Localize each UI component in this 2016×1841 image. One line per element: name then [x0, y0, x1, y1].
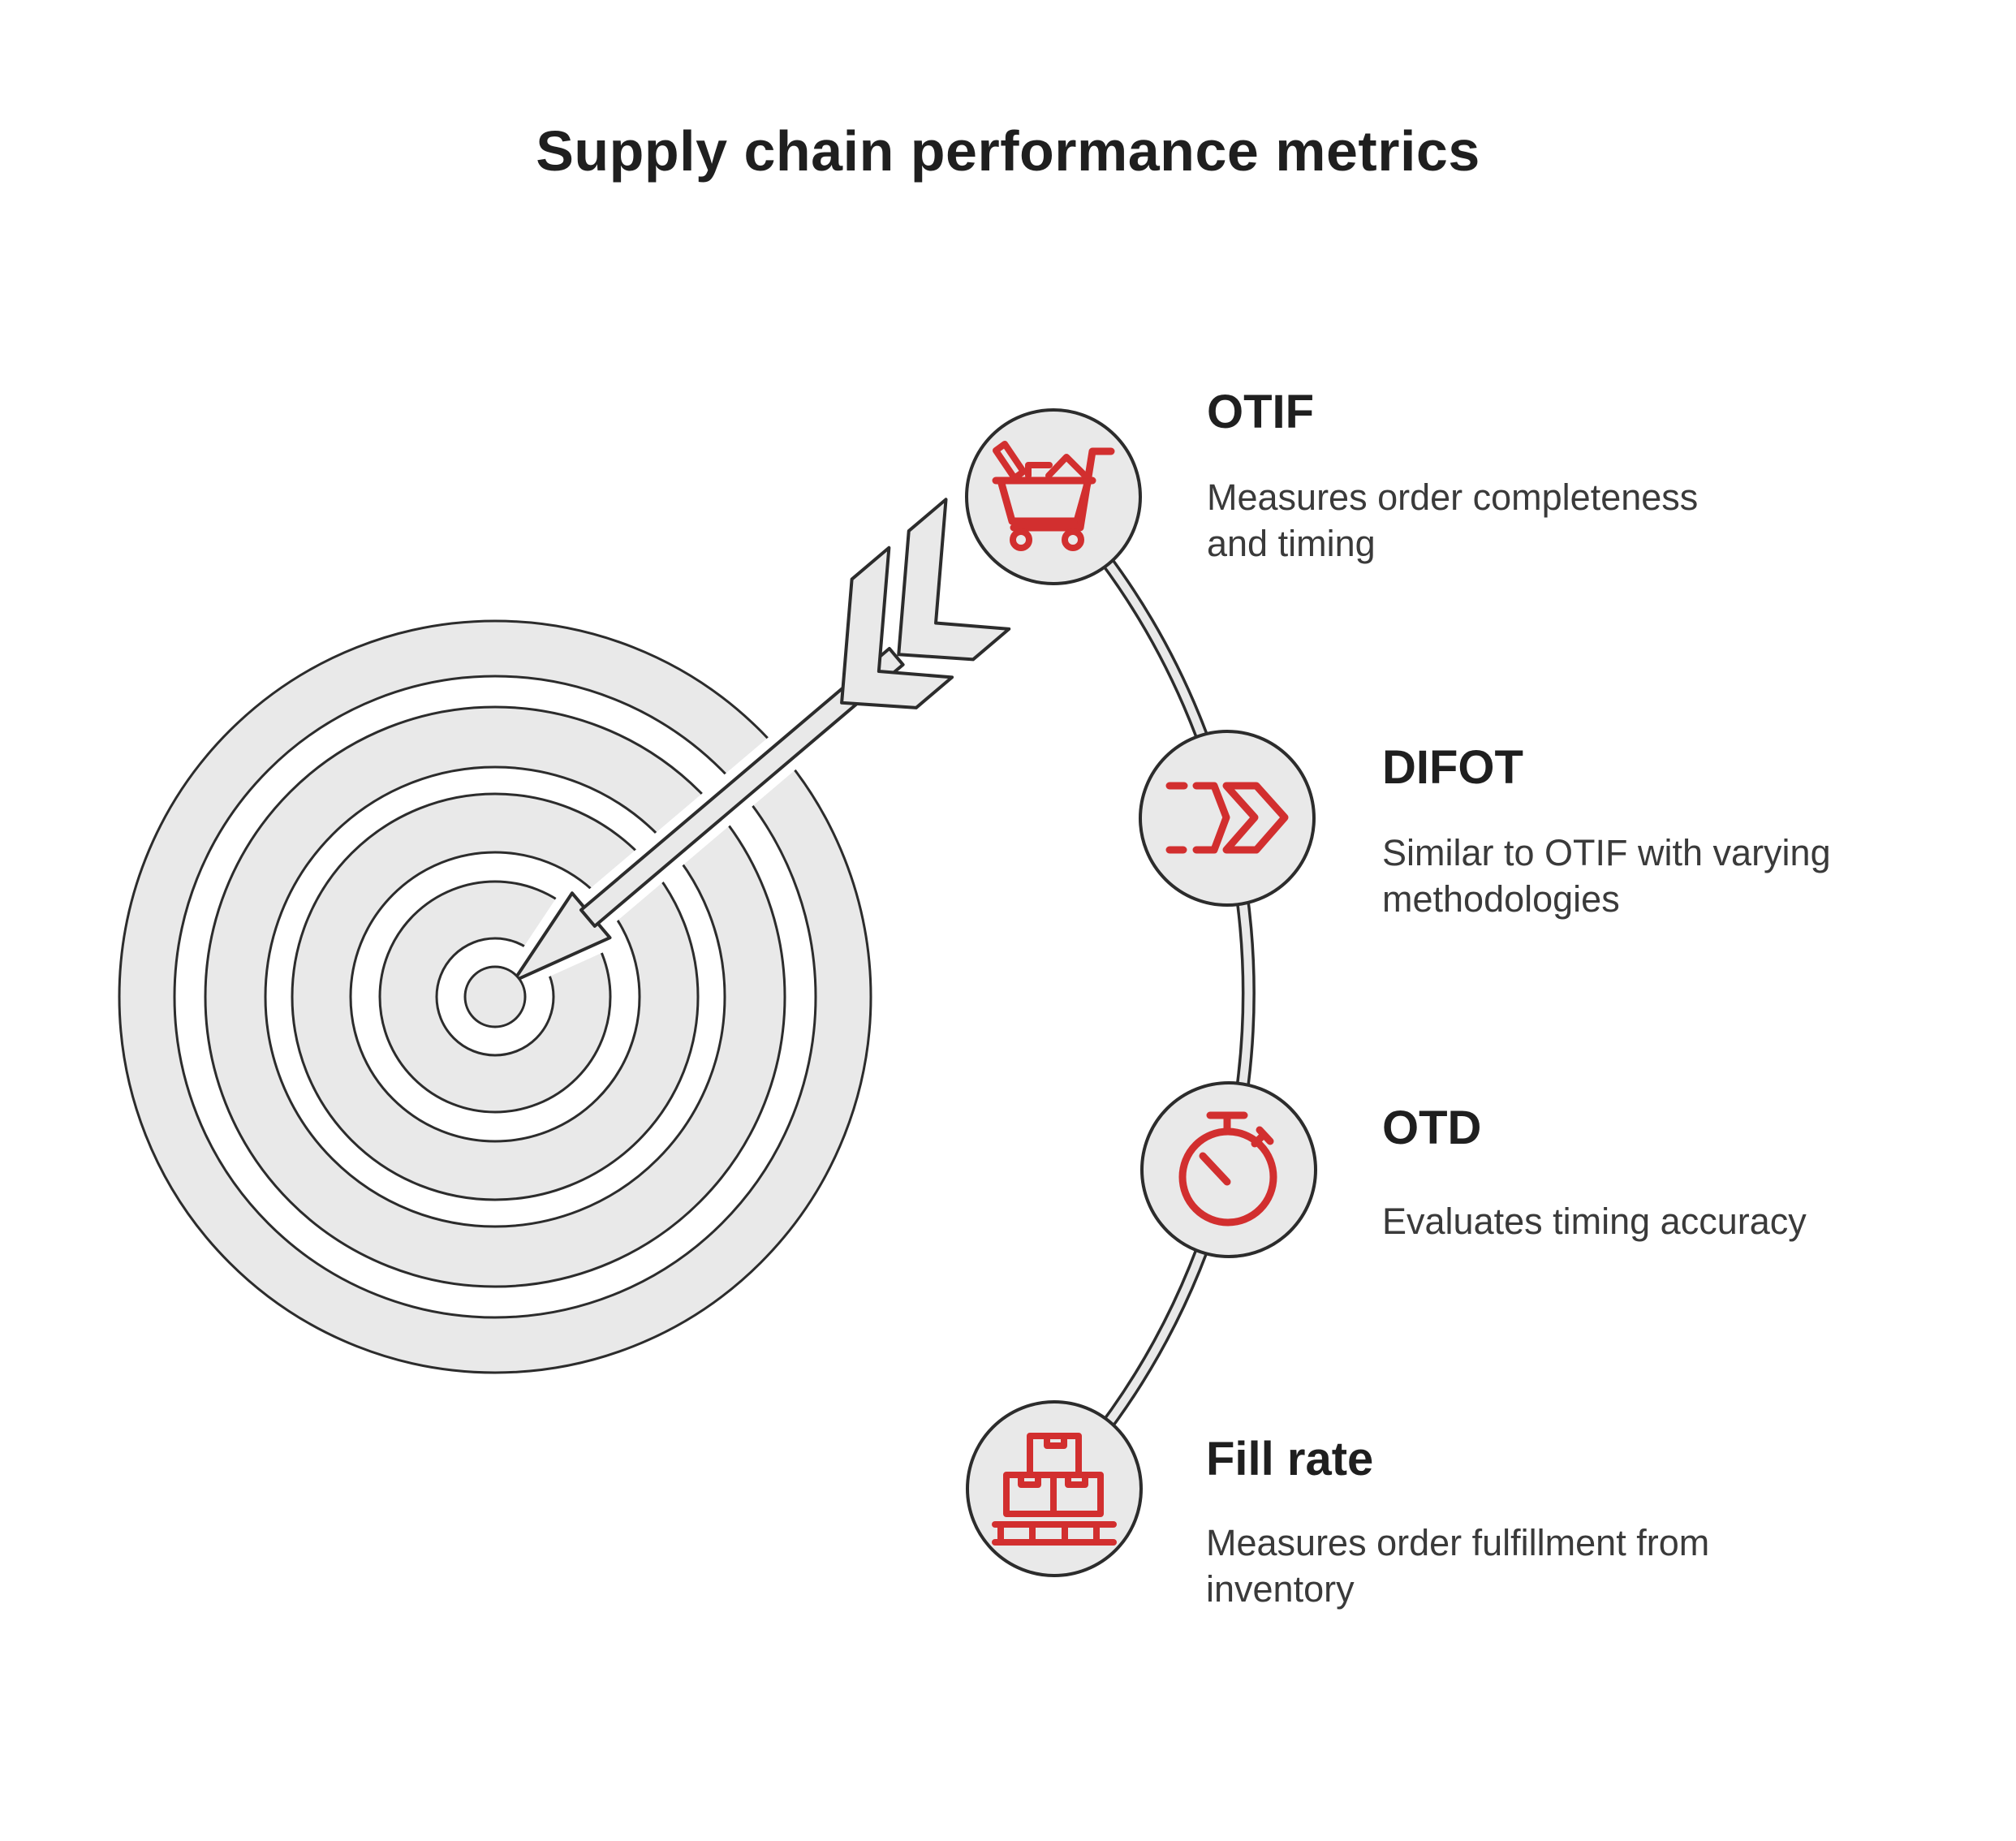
arrow-fletching-front: [840, 545, 954, 709]
pallet-slats: [997, 1521, 1100, 1546]
metric-label-otif: OTIF: [1207, 386, 1315, 438]
cart-item-bottle: [993, 441, 1027, 481]
stopwatch-hand: [1199, 1152, 1231, 1186]
connector-arc: [1048, 492, 1256, 1494]
box-bottom-left-tab: [1018, 1472, 1041, 1488]
metric-desc-otd: Evaluates timing accuracy: [1382, 1201, 1807, 1242]
metric-desc-difot: Similar to OTIF with varying methodologi…: [1382, 832, 1831, 920]
cart-handle: [1010, 447, 1115, 532]
arrow-shape: [511, 498, 1011, 983]
metric-label-difot: DIFOT: [1382, 741, 1523, 794]
pallet-boxes-icon: [992, 1433, 1117, 1546]
box-bottom-right: [1050, 1472, 1104, 1517]
box-bottom-right-tab: [1065, 1472, 1088, 1488]
metric-label-otd: OTD: [1382, 1102, 1482, 1154]
cart-wheel-right: [1062, 528, 1084, 551]
shopping-cart-icon: [992, 441, 1115, 551]
chevron-small: [1192, 782, 1230, 854]
stopwatch-side-button-stem: [1251, 1132, 1267, 1148]
metric-desc-otif: Measures order completeness and timing: [1207, 476, 1699, 564]
stopwatch-icon: [1178, 1111, 1277, 1227]
fast-forward-chevrons-icon: [1165, 782, 1289, 854]
arrow-shaft: [579, 646, 905, 928]
chevron-large: [1222, 782, 1289, 854]
page-title: Supply chain performance metrics: [536, 119, 1480, 183]
box-top-tab: [1044, 1433, 1067, 1449]
target-bull: [463, 965, 527, 1028]
node-circle-otd: [1140, 1081, 1317, 1258]
node-circle-otif: [965, 408, 1142, 585]
arrow-fletching-rear: [897, 498, 1011, 662]
cart-item-package: [1045, 454, 1088, 479]
target-arrow: [502, 489, 1020, 992]
metric-desc-fill-rate: Measures order fulfillment from inventor…: [1206, 1522, 1710, 1610]
metric-label-fill-rate: Fill rate: [1206, 1433, 1374, 1485]
cart-wheel-left: [1010, 528, 1032, 551]
cart-item-box: [1025, 462, 1053, 479]
